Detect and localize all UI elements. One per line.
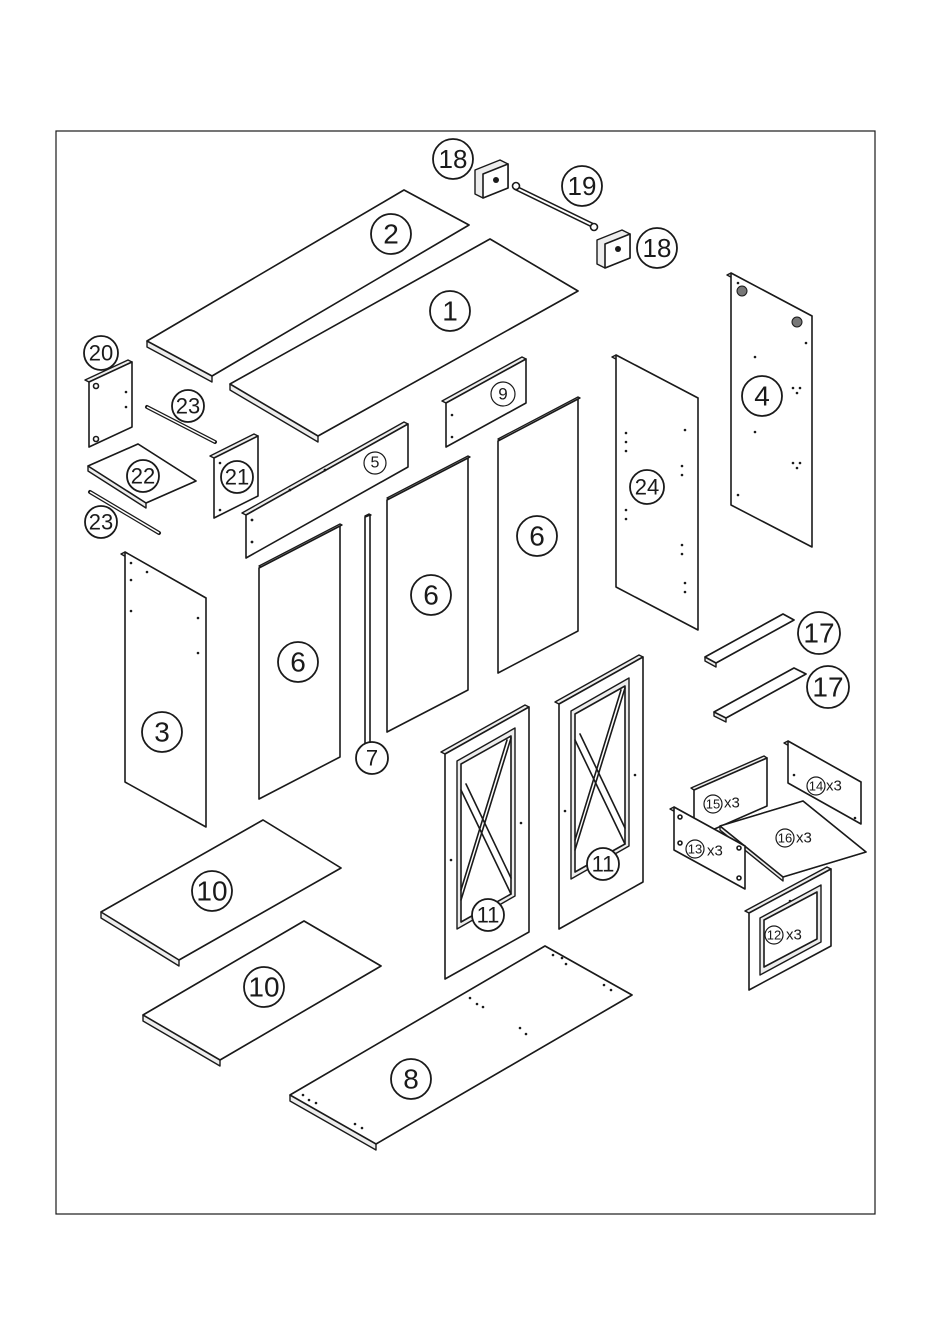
part-3-panel <box>121 552 206 827</box>
label-5-text: 5 <box>371 455 380 472</box>
label-4: 4 <box>742 376 782 416</box>
label-16-text: 16 <box>778 831 792 846</box>
label-11-left: 11 <box>472 899 504 931</box>
label-18-bottom-text: 18 <box>643 233 672 263</box>
label-12-qty: x3 <box>786 927 802 944</box>
label-18-top: 18 <box>433 139 473 179</box>
label-17-upper: 17 <box>798 612 840 654</box>
label-2: 2 <box>371 214 411 254</box>
label-22: 22 <box>127 460 159 492</box>
label-8: 8 <box>391 1059 431 1099</box>
label-24-text: 24 <box>635 475 659 500</box>
label-7: 7 <box>356 742 388 774</box>
part-18-bracket-bottom <box>597 230 630 268</box>
part-20-panel <box>85 360 132 447</box>
part-11-door-right <box>555 655 643 929</box>
label-2-text: 2 <box>383 219 399 250</box>
label-6-left: 6 <box>278 642 318 682</box>
label-23-upper-text: 23 <box>176 394 200 419</box>
label-17-lower-text: 17 <box>812 672 843 703</box>
label-17-upper-text: 17 <box>803 618 834 649</box>
label-23-lower-text: 23 <box>89 510 113 535</box>
label-6-middle: 6 <box>411 575 451 615</box>
label-6-right: 6 <box>517 516 557 556</box>
label-19-text: 19 <box>568 171 597 201</box>
label-11-left-text: 11 <box>477 903 500 928</box>
label-6-left-text: 6 <box>290 647 306 678</box>
label-19: 19 <box>562 166 602 206</box>
label-9-text: 9 <box>498 385 507 404</box>
label-13-qty: x3 <box>707 843 723 860</box>
label-6-middle-text: 6 <box>423 580 439 611</box>
part-11-door-left <box>441 705 529 979</box>
part-17-strip-upper <box>705 614 794 667</box>
label-10-lower: 10 <box>244 967 284 1007</box>
label-11-right-text: 11 <box>592 852 615 877</box>
label-21-text: 21 <box>225 465 249 490</box>
label-22-text: 22 <box>131 464 155 489</box>
label-3: 3 <box>142 712 182 752</box>
label-10-upper: 10 <box>192 871 232 911</box>
part-17-strip-lower <box>714 668 806 722</box>
label-20: 20 <box>84 336 118 370</box>
label-23-lower: 23 <box>85 506 117 538</box>
label-14-text: 14 <box>809 779 823 794</box>
label-10-lower-text: 10 <box>248 972 279 1003</box>
label-5: 5 <box>364 452 386 474</box>
label-1-text: 1 <box>442 296 458 327</box>
label-15-text: 15 <box>706 797 720 812</box>
label-7-text: 7 <box>366 746 378 771</box>
label-23-upper: 23 <box>172 390 204 422</box>
label-4-text: 4 <box>754 381 770 412</box>
label-9: 9 <box>491 382 515 406</box>
label-6-right-text: 6 <box>529 521 545 552</box>
label-11-right: 11 <box>587 848 619 880</box>
label-20-text: 20 <box>89 341 113 366</box>
label-15-qty: x3 <box>724 795 740 812</box>
label-17-lower: 17 <box>807 666 849 708</box>
label-8-text: 8 <box>403 1064 419 1095</box>
label-13-text: 13 <box>688 842 702 857</box>
label-18-top-text: 18 <box>439 144 468 174</box>
label-12-text: 12 <box>767 928 781 943</box>
label-24: 24 <box>630 470 664 504</box>
label-18-bottom: 18 <box>637 228 677 268</box>
part-18-bracket-top <box>475 160 508 198</box>
label-1: 1 <box>430 291 470 331</box>
label-14-qty: x3 <box>826 778 842 795</box>
label-10-upper-text: 10 <box>196 876 227 907</box>
part-7-strip <box>365 514 371 746</box>
label-21: 21 <box>221 461 253 493</box>
label-3-text: 3 <box>154 717 170 748</box>
label-16-qty: x3 <box>796 830 812 847</box>
